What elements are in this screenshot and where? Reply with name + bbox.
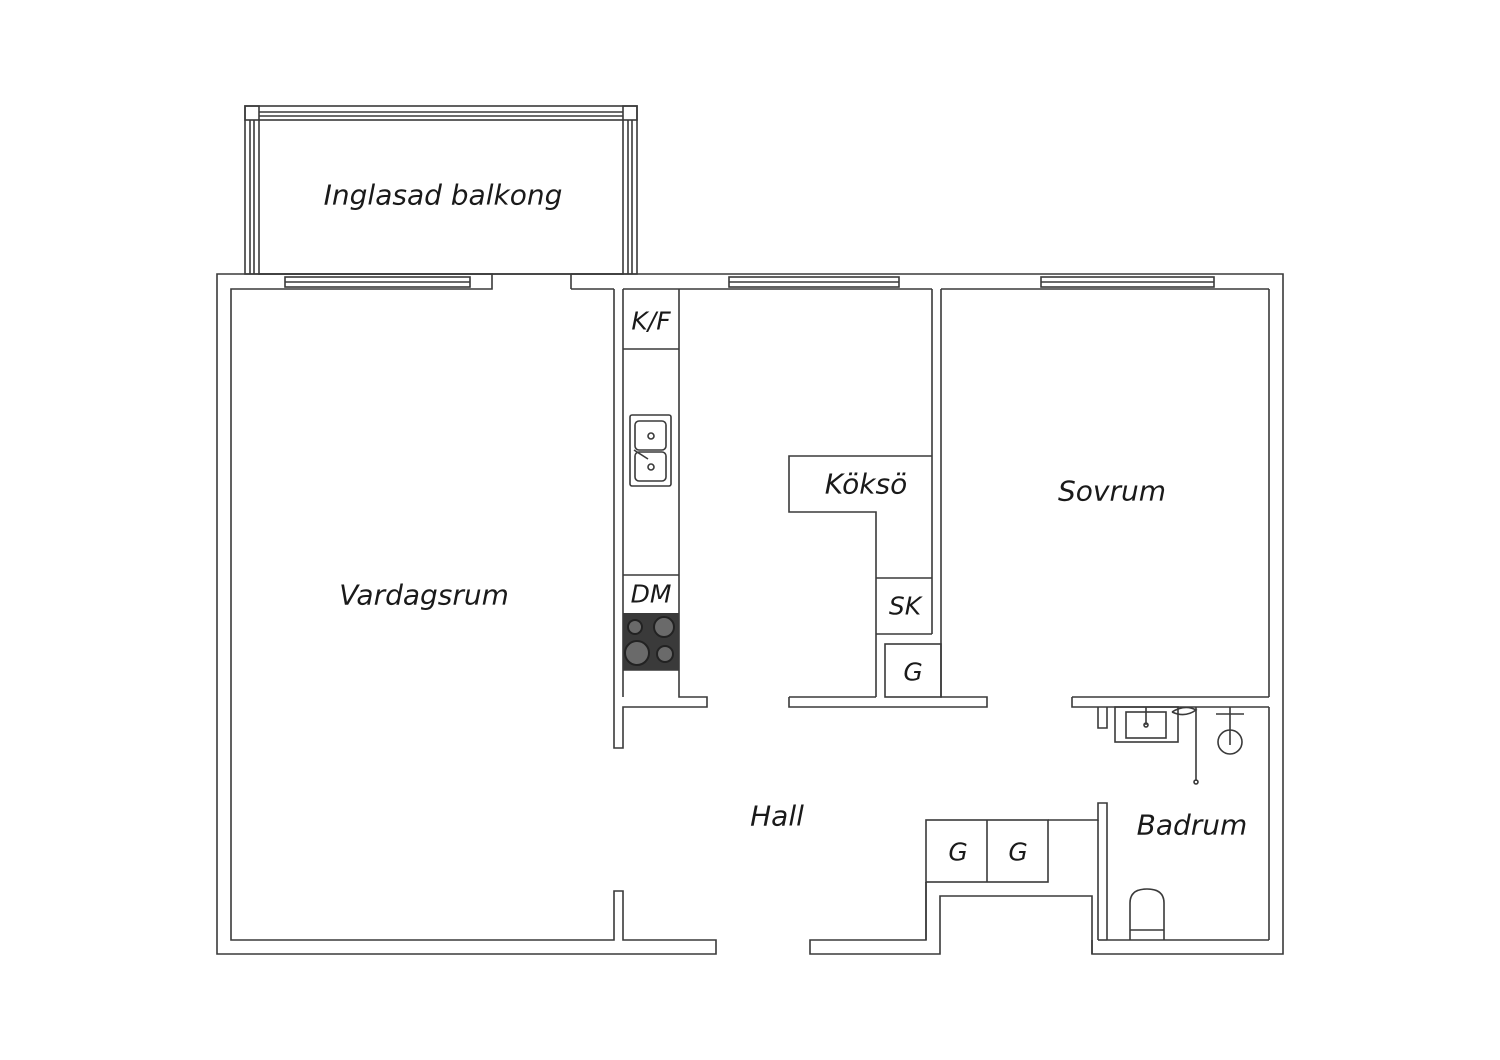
outer-walls xyxy=(216,273,1284,955)
label-wardrobe-hall-2: G xyxy=(1008,837,1028,867)
bathroom-sink-icon xyxy=(1114,706,1179,743)
label-wardrobe-hall-1: G xyxy=(948,837,968,867)
room-label-balcony: Inglasad balkong xyxy=(323,178,563,212)
toilet-icon xyxy=(1129,888,1165,940)
label-fridge-freezer: K/F xyxy=(631,306,671,336)
windows xyxy=(284,276,1215,288)
room-label-bedroom: Sovrum xyxy=(1057,474,1167,508)
label-dishwasher: DM xyxy=(630,579,672,609)
stove-icon xyxy=(623,613,679,670)
interior-walls xyxy=(613,289,1269,954)
radiator-tap-icon xyxy=(1216,707,1244,755)
label-kitchen-island: Köksö xyxy=(824,467,908,501)
room-label-bathroom: Badrum xyxy=(1136,808,1248,842)
label-cabinet: SK xyxy=(888,591,922,621)
room-label-hall: Hall xyxy=(750,799,804,833)
hall-wardrobes xyxy=(925,819,1049,883)
kitchen-island xyxy=(788,455,942,698)
shower-icon xyxy=(1171,706,1199,785)
room-label-living-room: Vardagsrum xyxy=(339,578,509,612)
label-wardrobe-kitchen: G xyxy=(903,657,923,687)
sink-icon xyxy=(629,414,672,487)
